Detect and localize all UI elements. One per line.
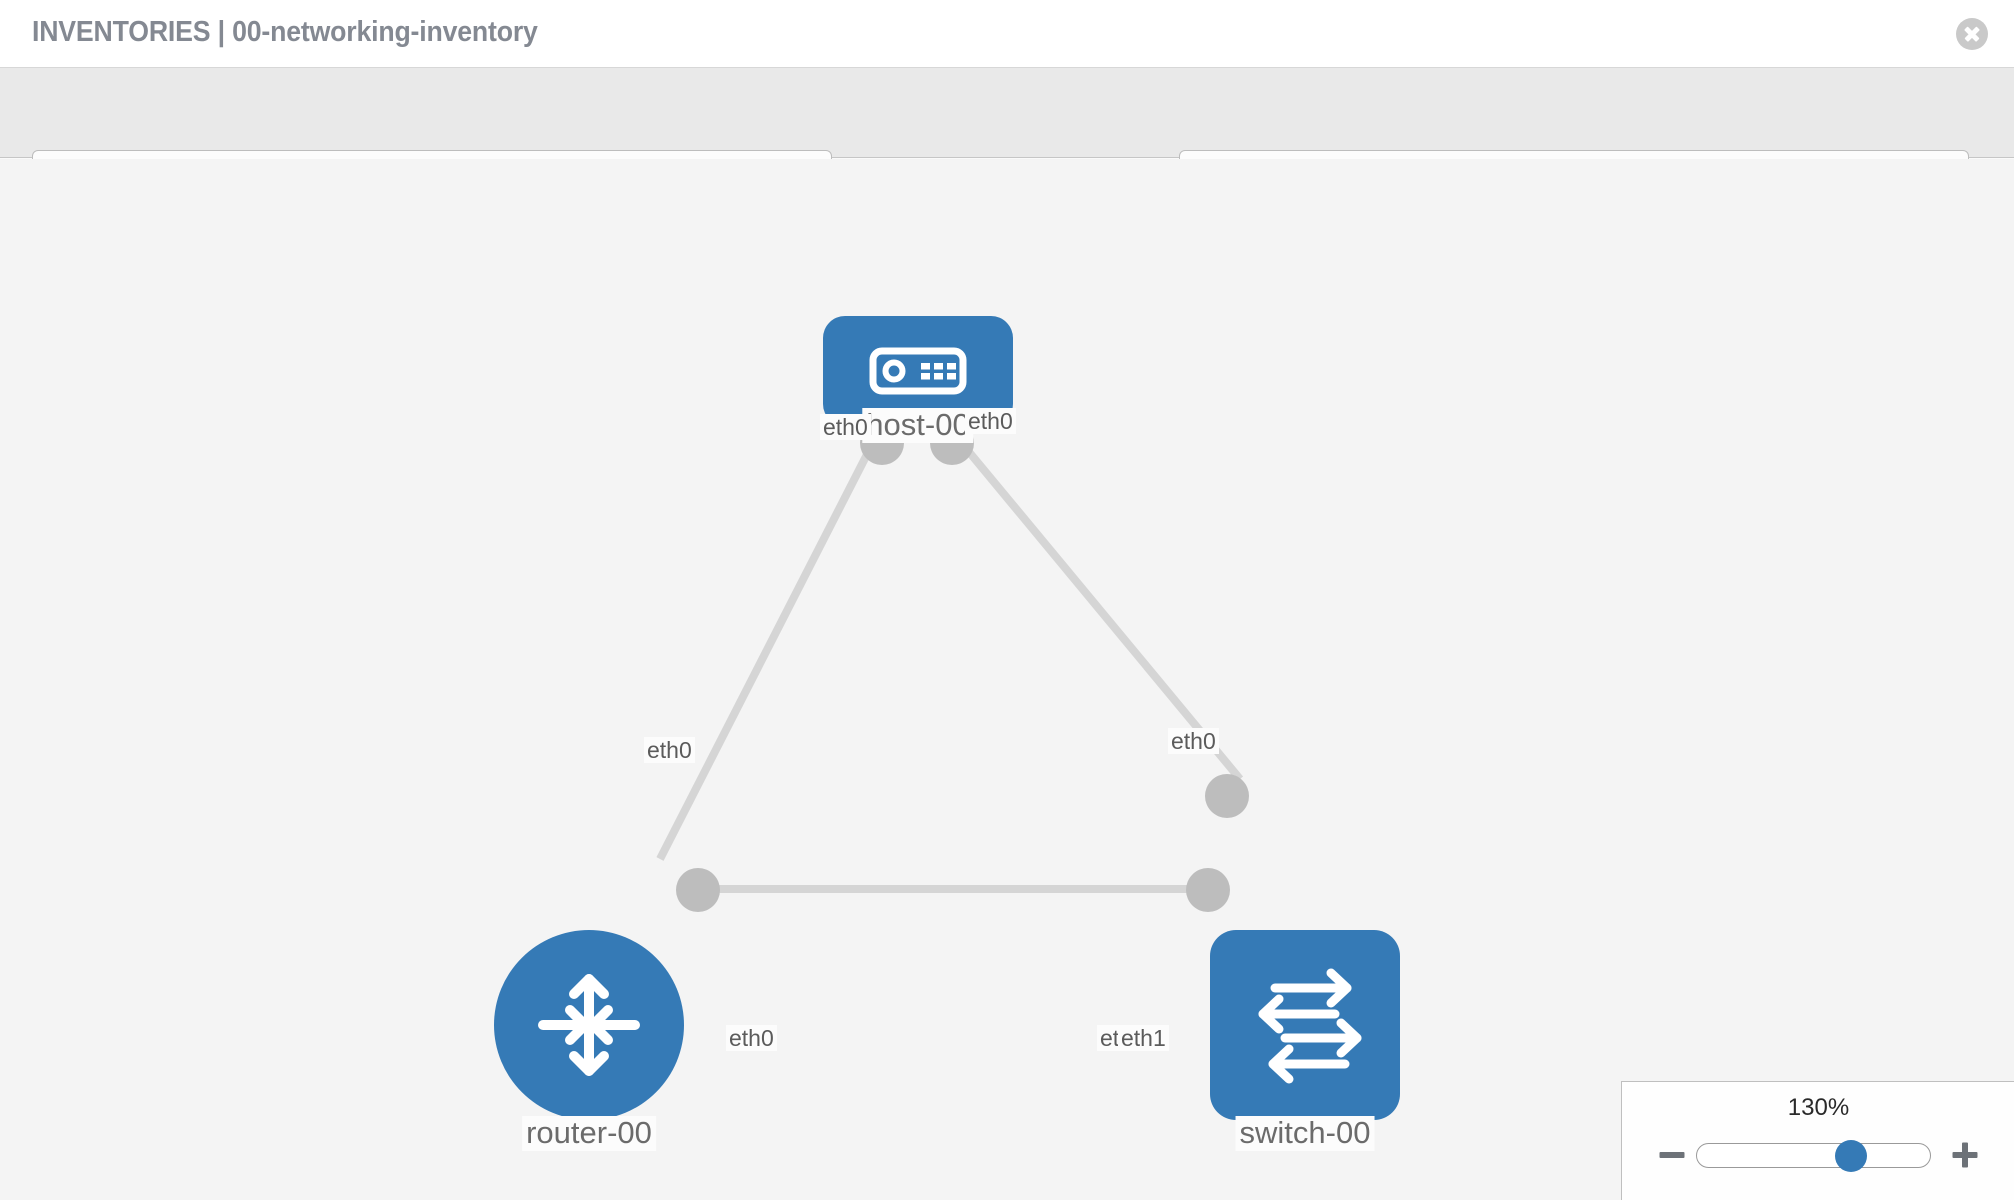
topology-node-switch-00[interactable]: switch-00 [1210, 930, 1400, 1151]
page-title: INVENTORIES | 00-networking-inventory [32, 16, 538, 48]
server-icon [869, 347, 967, 395]
page-header: INVENTORIES | 00-networking-inventory [0, 0, 2014, 68]
switch-node-shape[interactable] [1210, 930, 1400, 1120]
switch-icon [1258, 968, 1362, 1084]
iface-label-switch-eth0-up: eth0 [1168, 728, 1219, 755]
topology-node-router-00[interactable]: router-00 [494, 930, 684, 1151]
link-host-switch[interactable] [946, 426, 1244, 782]
endpoint-router-eth0-right[interactable] [676, 868, 720, 912]
zoom-slider-row [1622, 1132, 2014, 1178]
node-label-switch-00: switch-00 [1235, 1116, 1375, 1151]
zoom-control-panel: 130% [1621, 1081, 2014, 1200]
zoom-slider-thumb[interactable] [1834, 1139, 1867, 1172]
node-label-router-00: router-00 [522, 1116, 656, 1151]
iface-label-router-eth0-right: eth0 [726, 1025, 777, 1052]
iface-label-host-eth0-left: eth0 [820, 414, 871, 441]
iface-label-router-eth0-up: eth0 [644, 737, 695, 764]
iface-label-host-eth0-right: eth0 [965, 408, 1016, 435]
router-node-shape[interactable] [494, 930, 684, 1120]
host-node-shape[interactable] [823, 316, 1013, 426]
link-host-router[interactable] [656, 427, 884, 861]
zoom-slider-track[interactable] [1696, 1139, 1931, 1172]
iface-label-switch-eth1: eth1 [1118, 1025, 1169, 1052]
endpoint-switch-eth1[interactable] [1186, 868, 1230, 912]
zoom-in-button[interactable] [1942, 1132, 1988, 1178]
router-icon [538, 974, 640, 1076]
zoom-percent-label: 130% [1787, 1094, 1850, 1121]
endpoint-switch-eth0[interactable] [1205, 774, 1249, 818]
node-label-host-00: host-00 [862, 408, 974, 443]
topology-canvas[interactable]: host-00 [0, 159, 2014, 1200]
toolbar: ACTIONS SEARCH [0, 68, 2014, 202]
topology-links [656, 426, 1244, 893]
topology-node-host-00[interactable]: host-00 [823, 316, 1013, 506]
zoom-out-button[interactable] [1649, 1132, 1695, 1178]
close-icon[interactable] [1956, 18, 1988, 50]
